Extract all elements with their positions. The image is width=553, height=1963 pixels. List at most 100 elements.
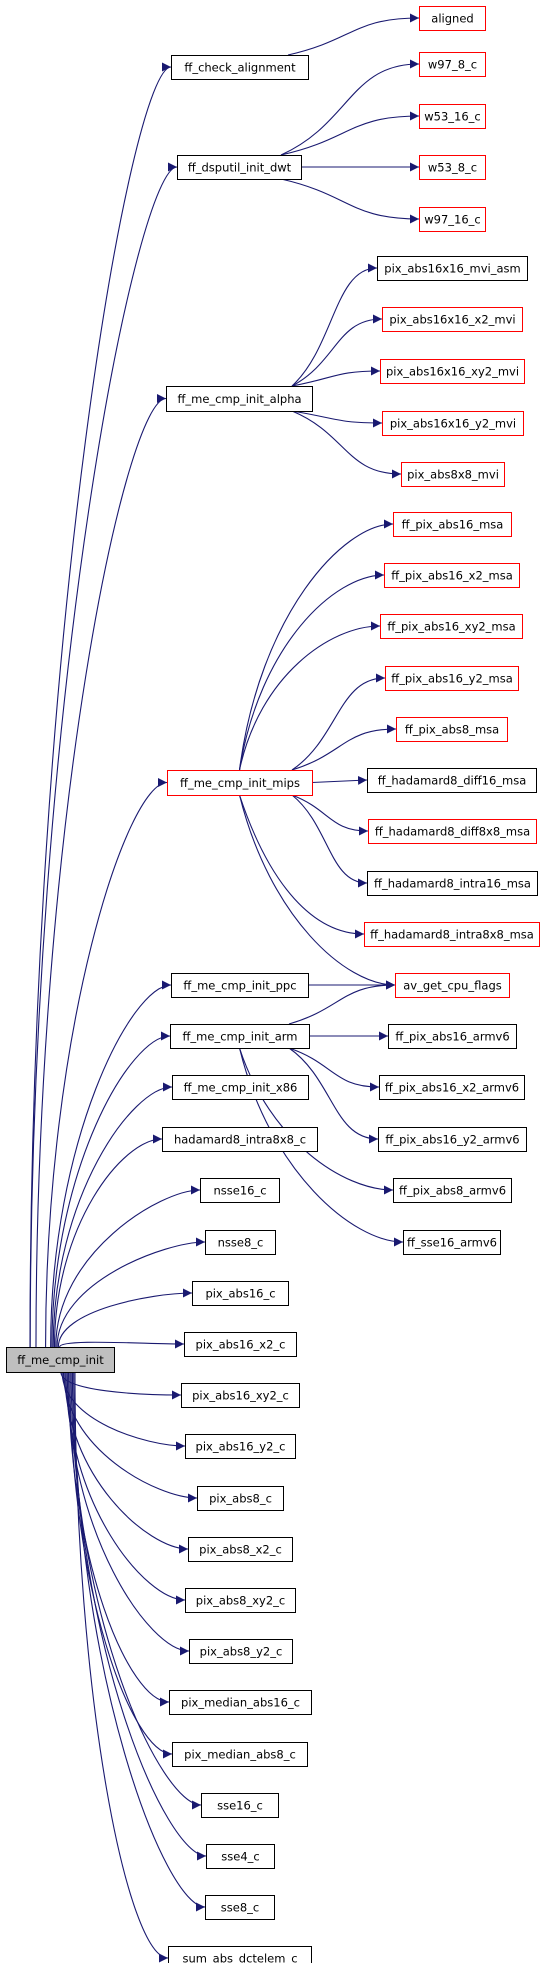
edge-root-to-ppc [50, 980, 172, 1348]
node-pix-abs8x8-mvi[interactable]: pix_abs8x8_mvi [401, 462, 505, 487]
node-pix-abs16x16-y2-mvi[interactable]: pix_abs16x16_y2_mvi [382, 411, 524, 436]
edge-root-to-pa16x2 [59, 1339, 185, 1349]
node-box [419, 207, 486, 232]
node-box [185, 1588, 296, 1613]
node-box [171, 55, 309, 80]
node-w97-8-c[interactable]: w97_8_c [419, 52, 486, 77]
node-sum-abs-dctelem-c[interactable]: sum_abs_dctelem_c [168, 1946, 312, 1963]
node-sse4-c[interactable]: sse4_c [206, 1844, 275, 1869]
node-label: w53_16_c [424, 110, 481, 124]
node-box [205, 1230, 276, 1255]
node-ff-pix-abs16-y2-armv6[interactable]: ff_pix_abs16_y2_armv6 [378, 1127, 527, 1152]
node-box [192, 1281, 289, 1306]
node-label: hadamard8_intra8x8_c [174, 1133, 306, 1147]
node-ff-pix-abs16-msa[interactable]: ff_pix_abs16_msa [393, 512, 512, 537]
edge-mips-to-m4 [291, 673, 386, 771]
node-pix-abs8-y2-c[interactable]: pix_abs8_y2_c [189, 1639, 293, 1664]
node-pix-median-abs8-c[interactable]: pix_median_abs8_c [172, 1742, 308, 1767]
node-w97-16-c[interactable]: w97_16_c [419, 207, 486, 232]
node-sse16-c[interactable]: sse16_c [201, 1793, 279, 1818]
node-box [168, 1946, 312, 1963]
node-pix-abs8-c[interactable]: pix_abs8_c [197, 1486, 284, 1511]
node-ff-pix-abs8-armv6[interactable]: ff_pix_abs8_armv6 [393, 1178, 512, 1203]
node-ff-check-alignment[interactable]: ff_check_alignment [171, 55, 309, 80]
node-pix-abs16x16-mvi-asm[interactable]: pix_abs16x16_mvi_asm [377, 256, 528, 281]
node-ff-me-cmp-init-arm[interactable]: ff_me_cmp_init_arm [170, 1024, 310, 1049]
node-box [171, 973, 309, 998]
node-ff-pix-abs16-x2-armv6[interactable]: ff_pix_abs16_x2_armv6 [379, 1075, 525, 1100]
node-box [403, 1230, 501, 1255]
node-box [167, 770, 313, 796]
node-ff-hadamard8-intra16-msa[interactable]: ff_hadamard8_intra16_msa [367, 871, 538, 896]
node-label: ff_dsputil_init_dwt [188, 161, 292, 175]
node-box [385, 666, 519, 691]
node-ff-me-cmp-init-alpha[interactable]: ff_me_cmp_init_alpha [166, 386, 313, 412]
node-label: ff_pix_abs16_x2_msa [391, 569, 513, 583]
node-w53-16-c[interactable]: w53_16_c [419, 104, 486, 129]
edge-root-to-sse8 [73, 1371, 206, 1912]
edge-root-to-pa8x2 [64, 1371, 189, 1554]
node-pix-abs16-xy2-c[interactable]: pix_abs16_xy2_c [181, 1383, 300, 1408]
node-pix-abs16-y2-c[interactable]: pix_abs16_y2_c [185, 1434, 296, 1459]
node-ff-hadamard8-intra8x8-msa[interactable]: ff_hadamard8_intra8x8_msa [364, 922, 540, 947]
node-box [170, 1024, 310, 1049]
node-box [205, 1895, 275, 1920]
node-label: ff_pix_abs16_armv6 [395, 1030, 509, 1044]
node-ff-pix-abs16-x2-msa[interactable]: ff_pix_abs16_x2_msa [384, 563, 520, 588]
node-ff-sse16-armv6[interactable]: ff_sse16_armv6 [403, 1230, 501, 1255]
node-ff-hadamard8-diff8x8-msa[interactable]: ff_hadamard8_diff8x8_msa [368, 819, 537, 844]
node-pix-abs8-x2-c[interactable]: pix_abs8_x2_c [188, 1537, 293, 1562]
node-hadamard8-intra8x8-c[interactable]: hadamard8_intra8x8_c [162, 1127, 318, 1152]
node-w53-8-c[interactable]: w53_8_c [419, 155, 486, 180]
edge-layer [29, 13, 420, 1963]
node-label: nsse8_c [218, 1236, 264, 1250]
node-pix-abs16x16-xy2-mvi[interactable]: pix_abs16x16_xy2_mvi [380, 359, 525, 384]
node-nsse8-c[interactable]: nsse8_c [205, 1230, 276, 1255]
node-pix-abs16-c[interactable]: pix_abs16_c [192, 1281, 289, 1306]
node-ff-me-cmp-init-x86[interactable]: ff_me_cmp_init_x86 [172, 1075, 309, 1100]
node-ff-pix-abs16-armv6[interactable]: ff_pix_abs16_armv6 [388, 1024, 517, 1049]
node-ff-me-cmp-init: ff_me_cmp_init [6, 1347, 115, 1373]
node-pix-abs16x16-x2-mvi[interactable]: pix_abs16x16_x2_mvi [382, 307, 523, 332]
node-box [378, 1127, 527, 1152]
node-aligned[interactable]: aligned [419, 6, 486, 31]
edge-root-to-nsse8 [56, 1237, 206, 1348]
edge-mips-to-m9 [238, 794, 365, 939]
node-nsse16-c[interactable]: nsse16_c [200, 1178, 280, 1203]
node-box [189, 1639, 293, 1664]
node-label: pix_median_abs8_c [184, 1748, 296, 1762]
node-ff-hadamard8-diff16-msa[interactable]: ff_hadamard8_diff16_msa [367, 768, 537, 793]
edge-mips-to-m2 [238, 570, 385, 771]
node-ff-me-cmp-init-mips[interactable]: ff_me_cmp_init_mips [167, 770, 313, 796]
edge-check-to-aligned [287, 13, 420, 56]
node-label: pix_abs8_c [209, 1492, 272, 1506]
node-box [188, 1537, 293, 1562]
node-pix-median-abs16-c[interactable]: pix_median_abs16_c [169, 1690, 312, 1715]
node-sse8-c[interactable]: sse8_c [205, 1895, 275, 1920]
node-ff-pix-abs8-msa[interactable]: ff_pix_abs8_msa [396, 717, 508, 742]
node-label: pix_abs16_y2_c [196, 1440, 286, 1454]
node-box [380, 614, 523, 639]
edge-root-to-pa16 [57, 1288, 193, 1348]
node-ff-dsputil-init-dwt[interactable]: ff_dsputil_init_dwt [177, 155, 302, 180]
edge-mips-to-m8 [291, 794, 368, 888]
node-label: pix_abs8_x2_c [199, 1543, 282, 1557]
node-label: ff_me_cmp_init_arm [183, 1030, 298, 1044]
node-label: pix_abs16x16_xy2_mvi [386, 365, 519, 379]
edge-alpha-to-a4 [291, 410, 383, 428]
node-label: ff_me_cmp_init_mips [180, 776, 300, 790]
node-av-get-cpu-flags[interactable]: av_get_cpu_flags [395, 973, 510, 998]
node-pix-abs16-x2-c[interactable]: pix_abs16_x2_c [184, 1332, 297, 1357]
node-pix-abs8-xy2-c[interactable]: pix_abs8_xy2_c [185, 1588, 296, 1613]
node-label: ff_pix_abs16_y2_armv6 [385, 1133, 519, 1147]
edge-dwt-to-w53_16 [280, 111, 420, 156]
node-ff-pix-abs16-xy2-msa[interactable]: ff_pix_abs16_xy2_msa [380, 614, 523, 639]
node-box [184, 1332, 297, 1357]
edge-root-to-nsse16 [55, 1185, 201, 1348]
edge-root-to-had [53, 1134, 163, 1348]
node-ff-me-cmp-init-ppc[interactable]: ff_me_cmp_init_ppc [171, 973, 309, 998]
edge-mips-to-m5 [291, 724, 397, 771]
node-label: pix_abs8x8_mvi [407, 468, 499, 482]
node-ff-pix-abs16-y2-msa[interactable]: ff_pix_abs16_y2_msa [385, 666, 519, 691]
edge-root-to-x86 [52, 1082, 173, 1348]
